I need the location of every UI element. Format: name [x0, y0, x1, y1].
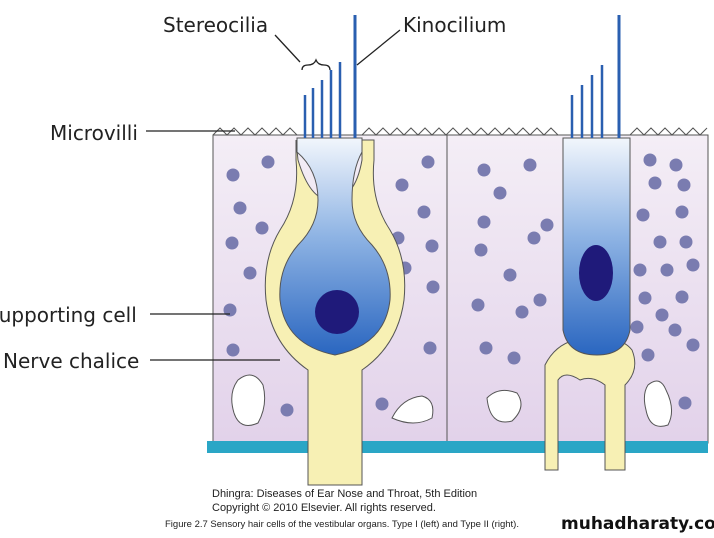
granule	[375, 397, 389, 411]
granule	[653, 235, 667, 249]
granule	[421, 155, 435, 169]
type-1-nucleus	[315, 290, 359, 334]
granule	[425, 239, 439, 253]
granule	[633, 263, 647, 277]
label-stereocilia: Stereocilia	[163, 13, 268, 37]
granule	[679, 235, 693, 249]
granule	[527, 231, 541, 245]
label-supporting-cell: Supporting cell	[0, 303, 137, 327]
granule	[533, 293, 547, 307]
granule	[493, 186, 507, 200]
granule	[686, 258, 700, 272]
granule	[225, 236, 239, 250]
granule	[233, 201, 247, 215]
granule	[669, 158, 683, 172]
granule	[223, 303, 237, 317]
granule	[515, 305, 529, 319]
granule	[426, 280, 440, 294]
granule	[503, 268, 517, 282]
granule	[638, 291, 652, 305]
source-citation: Dhingra: Diseases of Ear Nose and Throat…	[212, 488, 478, 500]
basement-membrane	[207, 441, 708, 453]
label-microvilli: Microvilli	[50, 121, 138, 145]
granule	[423, 341, 437, 355]
type-1-stereocilia	[303, 15, 357, 138]
granule	[243, 266, 257, 280]
type-1-hair-cell	[279, 137, 391, 356]
granule	[477, 163, 491, 177]
granule	[280, 403, 294, 417]
granule	[678, 396, 692, 410]
granule	[540, 218, 554, 232]
granule	[630, 320, 644, 334]
granule	[660, 263, 674, 277]
granule	[255, 221, 269, 235]
granule	[655, 308, 669, 322]
leader-lines	[146, 29, 401, 361]
granule	[261, 155, 275, 169]
copyright-notice: Copyright © 2010 Elsevier. All rights re…	[212, 502, 436, 514]
granule	[471, 298, 485, 312]
granule	[479, 341, 493, 355]
figure-caption: Figure 2.7 Sensory hair cells of the ves…	[165, 519, 519, 530]
granule	[474, 243, 488, 257]
supporting-cell-granules	[223, 153, 700, 417]
granule	[417, 205, 431, 219]
label-nerve-chalice: Nerve chalice	[3, 349, 139, 373]
granule	[668, 323, 682, 337]
watermark: muhadharaty.com	[561, 514, 714, 534]
label-kinocilium: Kinocilium	[403, 13, 506, 37]
granule	[675, 205, 689, 219]
granule	[675, 290, 689, 304]
granule	[395, 178, 409, 192]
granule	[648, 176, 662, 190]
granule	[677, 178, 691, 192]
granule	[643, 153, 657, 167]
granule	[686, 338, 700, 352]
granular-cells	[231, 374, 672, 427]
granule	[226, 168, 240, 182]
type-2-nucleus	[579, 245, 613, 301]
granule	[641, 348, 655, 362]
granule	[477, 215, 491, 229]
granule	[226, 343, 240, 357]
granule	[636, 208, 650, 222]
granule	[523, 158, 537, 172]
type-2-stereocilia	[570, 15, 621, 138]
granule	[507, 351, 521, 365]
